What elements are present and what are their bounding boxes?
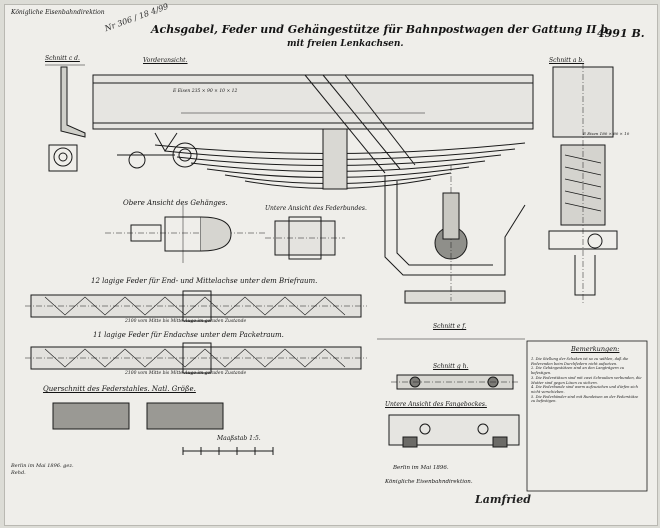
section-gh xyxy=(391,374,519,390)
technical-drawing-linework xyxy=(25,63,648,492)
bottom-view-catch xyxy=(388,414,520,448)
spring-11-length-note: 2100 vom Mitte bis Mitte Auge im geraden… xyxy=(125,371,247,376)
diagonal-strut xyxy=(304,74,416,174)
beam-dimension-note: E Eisen 235 × 90 × 10 × 12 xyxy=(173,89,238,94)
top-view-hanger xyxy=(105,205,265,263)
spring-eye-left xyxy=(117,132,198,169)
label-front-view: Vorderansicht. xyxy=(143,57,188,64)
footer-signature: Lamfried xyxy=(475,493,531,506)
label-section-ef: Schnitt e f. xyxy=(433,323,467,330)
label-spring-11: 11 lagige Feder für Endachse unter dem P… xyxy=(93,331,284,339)
authority-stamp: Königliche Eisenbahndirektion xyxy=(11,9,105,16)
spring-12-plan xyxy=(25,290,367,322)
remark-item: 5. Die Federbänder sind mit Rundeisen an… xyxy=(531,394,639,404)
remarks-frame xyxy=(526,340,648,492)
remark-item: 3. Die Federstützen sind mit zwei Schrau… xyxy=(531,375,642,385)
label-section-gh: Schnitt g h. xyxy=(433,363,469,370)
bottom-view-spring-band xyxy=(265,216,345,260)
front-view-beam xyxy=(92,74,534,130)
drawing-scale: Maaßstab 1:5. xyxy=(217,435,261,442)
drawing-sheet: Königliche Eisenbahndirektion Nr 306 / 1… xyxy=(4,2,658,526)
leaf-spring-front xyxy=(154,128,526,190)
section-ab-dimension-note: E Eisen 180 × 80 × 10 xyxy=(583,131,630,136)
footer-right-date: Berlin im Mai 1896. xyxy=(393,465,449,471)
label-spring-steel-section: Querschnitt des Federstahles. Natl. Größ… xyxy=(43,385,196,393)
remarks-heading: Bemerkungen: xyxy=(571,345,620,353)
hanger-bracket-right xyxy=(384,165,526,304)
remark-item: 1. Die Stellung der Schaken ist so zu wä… xyxy=(531,357,629,366)
section-ab xyxy=(548,63,618,305)
remarks-list: 1. Die Stellung der Schaken ist so zu wä… xyxy=(531,357,643,404)
spring-12-length-note: 2100 vom Mitte bis Mitte Auge im geraden… xyxy=(125,319,247,324)
drawing-number: 4991 B. xyxy=(597,27,645,40)
spring-steel-cross-section xyxy=(52,402,224,430)
scale-bar xyxy=(182,447,274,455)
label-section-cd: Schnitt c d. xyxy=(45,55,80,62)
label-section-ab: Schnitt a b. xyxy=(549,57,585,64)
spring-11-plan xyxy=(25,342,367,374)
footer-left-signature: Berlin im Mai 1896. gez. Rehd. xyxy=(11,463,74,476)
label-top-view-hangers: Obere Ansicht des Gehänges. xyxy=(123,199,228,207)
remark-item: 4. Die Federbunde sind warm aufzuziehen … xyxy=(531,385,638,394)
footer-authority: Königliche Eisenbahndirektion. xyxy=(385,479,473,485)
label-bottom-view-spring-band: Untere Ansicht des Federbundes. xyxy=(265,205,367,212)
drawing-title-line1: Achsgabel, Feder und Gehängestütze für B… xyxy=(151,23,612,36)
drawing-title-line2: mit freien Lenkachsen. xyxy=(287,39,404,49)
remark-item: 2. Die Gehängestützen sind an den Langtr… xyxy=(531,366,625,376)
label-spring-12: 12 lagige Feder für End- und Mittelachse… xyxy=(91,277,318,285)
section-cd-bracket xyxy=(45,64,86,172)
label-bottom-view-catch: Untere Ansicht des Fangebockes. xyxy=(385,401,487,408)
